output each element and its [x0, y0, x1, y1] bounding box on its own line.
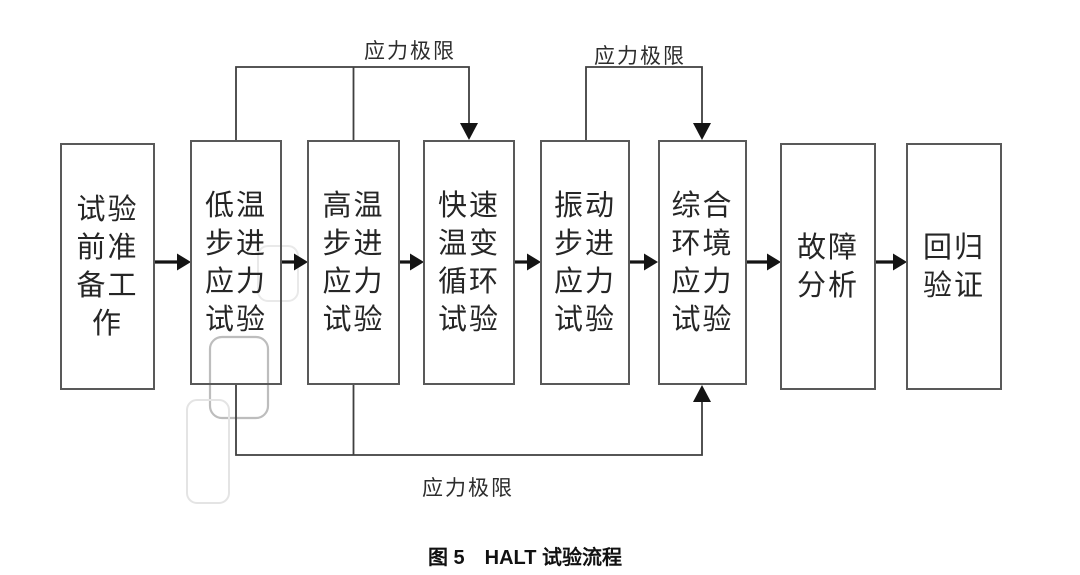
arrowhead-up-combined-env — [693, 385, 711, 402]
flow-arrow-vibration-to-combined — [630, 253, 658, 271]
flow-box-vibration-step: 振动 步进 应力 试验 — [540, 140, 630, 385]
flow-box-combined-env: 综合 环境 应力 试验 — [658, 140, 747, 385]
figure-caption: 图 5 HALT 试验流程 — [427, 547, 623, 569]
flow-box-regression: 回归 验证 — [906, 143, 1002, 390]
flow-arrow-high-temp-to-rapid-cycle — [400, 253, 424, 271]
watermark-shape-large — [208, 335, 270, 420]
stress-limit-label-top-right: 应力极限 — [594, 44, 686, 68]
arrowhead-down-rapid-thermal-cycle — [460, 123, 478, 140]
flow-box-prep: 试验 前准 备工 作 — [60, 143, 155, 390]
flow-box-low-temp-step-label: 低温 步进 应力 试验 — [204, 189, 267, 336]
flow-box-low-temp-step: 低温 步进 应力 试验 — [190, 140, 282, 385]
flow-box-rapid-thermal-cycle-label: 快速 温变 循环 试验 — [437, 189, 500, 336]
watermark-shape-lower — [186, 399, 230, 504]
stress-limit-label-bottom: 应力极限 — [422, 476, 514, 500]
flow-arrow-prep-to-low-temp — [155, 253, 191, 271]
flow-box-high-temp-step: 高温 步进 应力 试验 — [307, 140, 400, 385]
watermark-shape-small — [257, 245, 299, 302]
connector-stress-limit-top-right — [585, 66, 703, 140]
flow-box-regression-label: 回归 验证 — [922, 231, 985, 302]
flow-arrow-rapid-cycle-to-vibration — [515, 253, 541, 271]
flow-box-fault-analysis-label: 故障 分析 — [796, 231, 859, 302]
flow-arrow-fault-to-regression — [876, 253, 907, 271]
flow-box-combined-env-label: 综合 环境 应力 试验 — [671, 189, 734, 336]
flow-box-rapid-thermal-cycle: 快速 温变 循环 试验 — [423, 140, 515, 385]
flow-arrow-combined-to-fault — [747, 253, 781, 271]
connector-stress-limit-bottom — [235, 385, 703, 456]
flow-box-high-temp-step-label: 高温 步进 应力 试验 — [322, 189, 385, 336]
connector-stress-limit-top-left — [235, 66, 470, 140]
flow-box-prep-label: 试验 前准 备工 作 — [76, 193, 139, 340]
arrowhead-down-combined-env — [693, 123, 711, 140]
flow-arrow-low-to-high-temp — [282, 253, 308, 271]
flow-box-vibration-step-label: 振动 步进 应力 试验 — [553, 189, 616, 336]
stress-limit-label-top-left: 应力极限 — [364, 39, 456, 63]
flow-box-fault-analysis: 故障 分析 — [780, 143, 876, 390]
